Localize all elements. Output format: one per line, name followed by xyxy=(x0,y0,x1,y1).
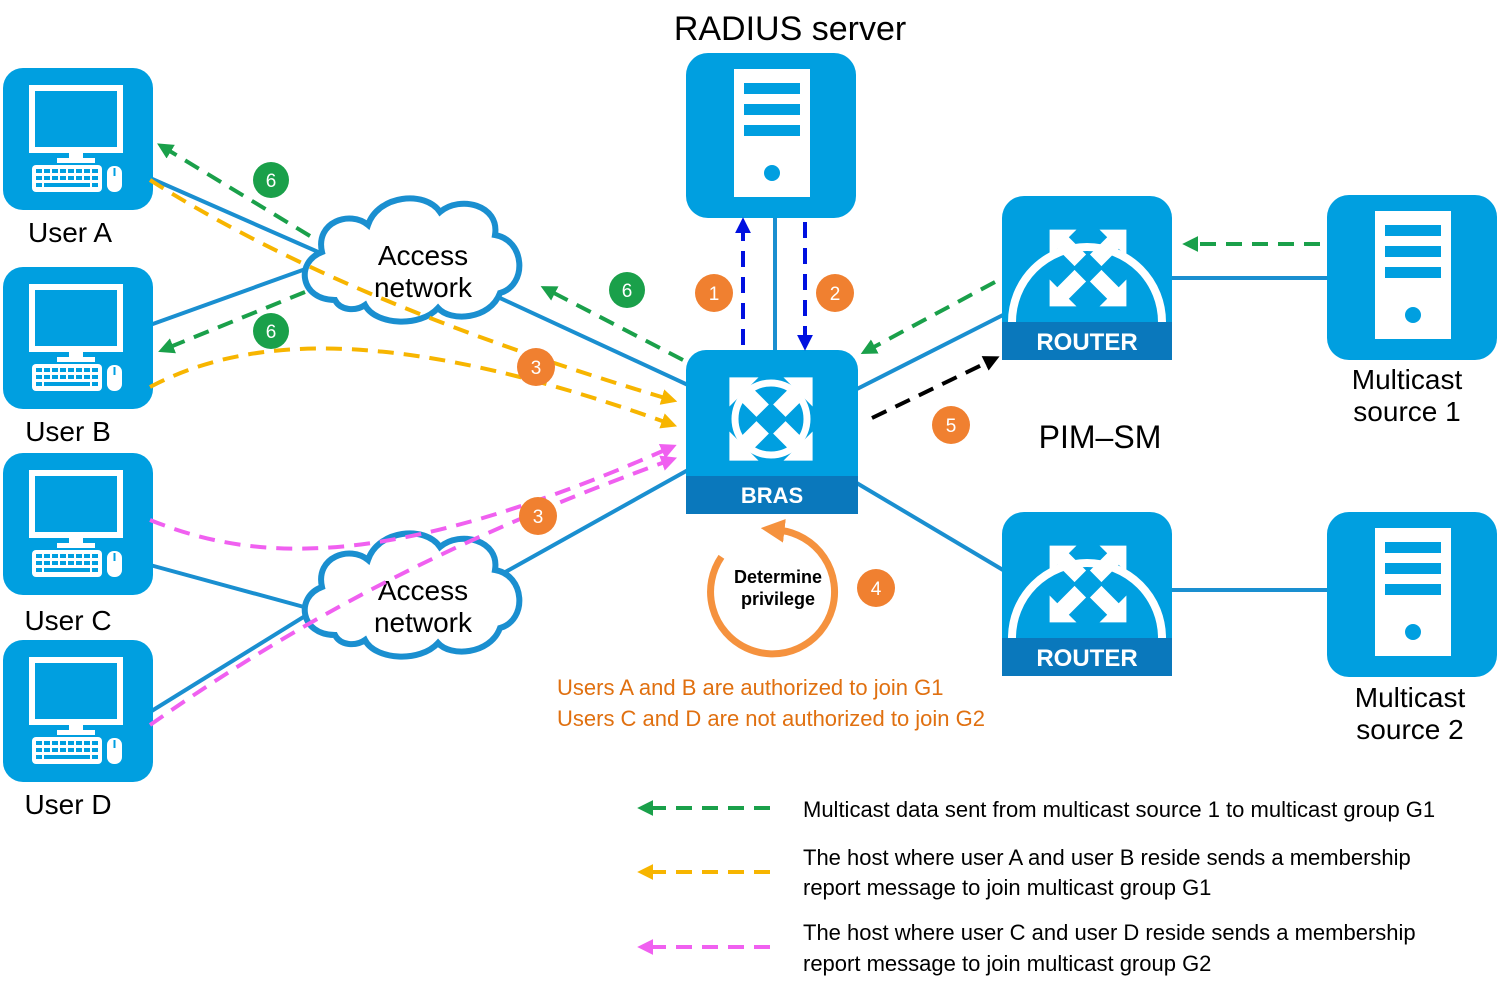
step-badge-4: 4 xyxy=(857,569,895,607)
access-network-cloud-bottom: Access network xyxy=(301,530,523,660)
server-icon xyxy=(1327,195,1497,360)
step-badge-3: 3 xyxy=(517,348,555,386)
user-b-label: User B xyxy=(25,416,111,447)
legend-text: The host where user C and user D reside … xyxy=(803,920,1416,945)
message-flows xyxy=(148,143,1320,727)
router-2-label: ROUTER xyxy=(1036,645,1137,672)
source-1-label-line2: source 1 xyxy=(1353,396,1460,427)
access-network-label-line1: Access xyxy=(378,575,468,606)
link-access2-bras xyxy=(499,468,689,577)
privilege-loop-arrow xyxy=(707,519,839,658)
source-2-label-line2: source 2 xyxy=(1356,714,1463,745)
flow-userb-bras xyxy=(149,346,678,429)
access-network-label-line2: network xyxy=(374,607,473,638)
router-1-label: ROUTER xyxy=(1036,329,1137,356)
multicast-source-2: Multicast source 2 xyxy=(1327,512,1497,745)
user-c-label: User C xyxy=(24,605,111,636)
legend-text: The host where user A and user B reside … xyxy=(803,845,1411,870)
link-userc-access xyxy=(149,563,316,612)
link-access-bras xyxy=(499,296,689,387)
access-network-label-line2: network xyxy=(374,272,473,303)
step-badge-6: 6 xyxy=(609,272,645,308)
legend: Multicast data sent from multicast sourc… xyxy=(637,797,1435,976)
step-badge-1: 1 xyxy=(695,274,733,312)
link-bras-router1 xyxy=(854,313,1004,392)
flow-userd-bras xyxy=(148,455,678,727)
computer-icon xyxy=(3,68,153,210)
link-userb-access xyxy=(149,260,326,327)
legend-text: report message to join multicast group G… xyxy=(803,951,1211,976)
legend-text: report message to join multicast group G… xyxy=(803,875,1211,900)
svg-text:6: 6 xyxy=(622,281,633,302)
svg-text:2: 2 xyxy=(830,284,841,305)
computer-icon xyxy=(3,640,153,782)
multicast-source-1: Multicast source 1 xyxy=(1327,195,1497,427)
svg-text:6: 6 xyxy=(266,171,277,192)
step-badge-3: 3 xyxy=(519,497,557,535)
legend-item-report-g2: The host where user C and user D reside … xyxy=(637,920,1416,976)
bras-label: BRAS xyxy=(741,483,803,508)
svg-text:3: 3 xyxy=(533,507,544,528)
user-a-label: User A xyxy=(28,217,112,248)
link-bras-router2 xyxy=(853,480,1005,572)
step-badge-5: 5 xyxy=(932,406,970,444)
access-network-cloud-top: Access network xyxy=(301,195,523,325)
user-a: User A xyxy=(3,68,153,248)
authorization-line-1: Users A and B are authorized to join G1 xyxy=(557,675,943,700)
authorization-line-2: Users C and D are not authorized to join… xyxy=(557,706,985,731)
step-badge-2: 2 xyxy=(816,274,854,312)
flow-router1-bras xyxy=(860,280,996,355)
links xyxy=(148,176,1328,714)
link-usera-access xyxy=(149,176,326,257)
svg-text:6: 6 xyxy=(266,322,277,343)
computer-icon xyxy=(3,453,153,595)
svg-text:4: 4 xyxy=(871,579,882,600)
radius-server-title: RADIUS server xyxy=(674,10,906,48)
access-network-label-line1: Access xyxy=(378,240,468,271)
server-icon xyxy=(1327,512,1497,677)
user-b: User B xyxy=(3,267,153,447)
svg-text:1: 1 xyxy=(709,284,720,305)
protocol-label: PIM–SM xyxy=(1039,419,1162,455)
flow-bras-router1-pim xyxy=(871,356,1000,420)
user-d-label: User D xyxy=(24,789,111,820)
svg-text:5: 5 xyxy=(946,416,957,437)
flow-usera-bras xyxy=(148,178,678,405)
source-1-label-line1: Multicast xyxy=(1352,364,1463,395)
source-2-label-line1: Multicast xyxy=(1355,682,1466,713)
authorization-note: Users A and B are authorized to join G1 … xyxy=(557,675,985,731)
determine-privilege: Determine privilege xyxy=(707,519,839,658)
user-d: User D xyxy=(3,640,153,820)
svg-text:3: 3 xyxy=(531,358,542,379)
computer-icon xyxy=(3,267,153,409)
legend-text: Multicast data sent from multicast sourc… xyxy=(803,797,1435,822)
bras-device: BRAS xyxy=(686,350,858,514)
legend-item-report-g1: The host where user A and user B reside … xyxy=(637,845,1411,900)
router-1: ROUTER xyxy=(1002,196,1172,360)
router-2: ROUTER xyxy=(1002,512,1172,676)
link-userd-access xyxy=(148,606,320,714)
determine-label-line2: privilege xyxy=(741,589,815,609)
radius-server: RADIUS server xyxy=(674,10,906,218)
legend-item-multicast-data: Multicast data sent from multicast sourc… xyxy=(637,797,1435,822)
server-icon xyxy=(686,53,856,218)
flow-userc-bras xyxy=(149,443,677,551)
step-badge-6: 6 xyxy=(253,313,289,349)
step-badges: 1 2 3 3 4 5 6 6 6 xyxy=(253,162,970,607)
determine-label-line1: Determine xyxy=(734,567,822,587)
step-badge-6: 6 xyxy=(253,162,289,198)
flow-access-usera xyxy=(157,143,312,238)
user-c: User C xyxy=(3,453,153,636)
